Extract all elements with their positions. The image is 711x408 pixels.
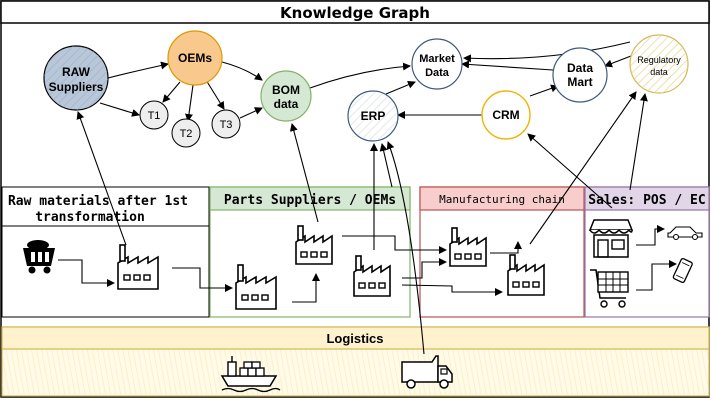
edge-crm-datamart (529, 84, 559, 97)
node-t1[interactable]: T1 (139, 100, 169, 130)
market-data-line2: Data (425, 67, 450, 79)
logistics-title: Logistics (326, 331, 383, 346)
panel-manufacturing: Manufacturing chain (419, 186, 585, 318)
shop-icon (588, 219, 634, 258)
factory-icon-raw (117, 244, 159, 290)
edge-regulatory-market (463, 41, 631, 63)
node-t2[interactable]: T2 (171, 118, 201, 148)
factory-icon-parts-2 (295, 225, 333, 265)
phone-icon (672, 258, 693, 284)
edge-cart-factory (58, 259, 115, 287)
car-icon (667, 226, 703, 241)
edge-sales-crm (527, 133, 613, 209)
node-bom-data[interactable]: BOM data (260, 70, 312, 122)
edge-parts1-parts2 (292, 273, 320, 303)
edge-rawfactory-parts (172, 267, 233, 292)
node-market-data[interactable]: Market Data (411, 38, 463, 90)
raw-materials-title-1: Raw materials after 1st (8, 194, 188, 209)
t2-label: T2 (180, 128, 193, 140)
mine-cart-icon (23, 240, 55, 274)
edge-oems-t1 (162, 81, 181, 103)
truck-icon (401, 355, 453, 389)
edge-erp-market (385, 80, 416, 95)
crm-label: CRM (492, 108, 519, 122)
node-erp[interactable]: ERP (347, 90, 399, 142)
node-regulatory-data[interactable]: Regulatory data (629, 34, 689, 94)
erp-label: ERP (361, 109, 386, 123)
sales-title: Sales: POS / EC (588, 193, 705, 208)
edge-parts3-manuf1 (402, 258, 447, 279)
t3-label: T3 (220, 119, 233, 131)
edge-parts-bom (289, 123, 319, 223)
regulatory-data-line2: data (650, 67, 668, 77)
bom-data-line1: BOM (272, 83, 300, 97)
edge-raw-oems (107, 61, 169, 79)
factory-icon-manufacturing-1 (449, 227, 487, 267)
edge-datamart-market (461, 60, 554, 71)
edge-shop-car (636, 225, 665, 246)
edge-parts2-manuf1 (342, 235, 447, 254)
edge-rawpanel-rawsuppliers (76, 111, 127, 246)
edge-bom-market (309, 62, 411, 89)
bom-data-line2: data (274, 97, 299, 111)
edge-raw-t1 (99, 102, 140, 117)
factory-icon-parts-1 (235, 264, 277, 310)
node-raw-suppliers[interactable]: RAW Suppliers (43, 45, 109, 111)
edge-t3-bom (239, 107, 263, 119)
edge-oems-t2 (185, 84, 194, 122)
node-data-mart[interactable]: Data Mart (552, 47, 608, 103)
shopping-cart-icon (590, 269, 629, 308)
edge-oems-t3 (205, 79, 225, 110)
raw-suppliers-line2: Suppliers (49, 80, 104, 94)
factory-icon-parts-3 (353, 255, 391, 297)
regulatory-data-line1: Regulatory (637, 55, 681, 65)
oems-label: OEMs (178, 51, 212, 65)
edge-cart-phone (636, 260, 677, 291)
title-bar (0, 0, 710, 24)
manufacturing-title: Manufacturing chain (439, 193, 565, 206)
parts-suppliers-title: Parts Suppliers / OEMs (224, 193, 396, 208)
t1-label: T1 (148, 110, 161, 122)
data-mart-line1: Data (567, 61, 593, 75)
raw-suppliers-line1: RAW (62, 65, 91, 79)
factory-icon-manufacturing-2 (507, 254, 545, 296)
node-t3[interactable]: T3 (211, 109, 241, 139)
market-data-line1: Market (419, 53, 455, 65)
raw-materials-title-2: transformation (35, 210, 145, 225)
edge-regulatory-datamart (604, 55, 632, 68)
edge-sales-regulatory (629, 93, 648, 191)
edge-manuf-regulatory (529, 91, 637, 245)
ship-icon (220, 356, 281, 393)
edge-truck-erp (386, 141, 425, 355)
data-mart-line2: Mart (567, 75, 592, 89)
edge-oems-bom (221, 61, 263, 81)
edge-partspanel-erp (379, 143, 393, 188)
edge-manuf1-manuf2 (490, 241, 522, 254)
node-crm[interactable]: CRM (481, 90, 531, 140)
node-oems[interactable]: OEMs (167, 30, 223, 86)
panel-logistics: Logistics (1, 326, 710, 397)
edge-parts3-manuf2 (401, 284, 503, 296)
diagram-title: Knowledge Graph (280, 4, 430, 22)
